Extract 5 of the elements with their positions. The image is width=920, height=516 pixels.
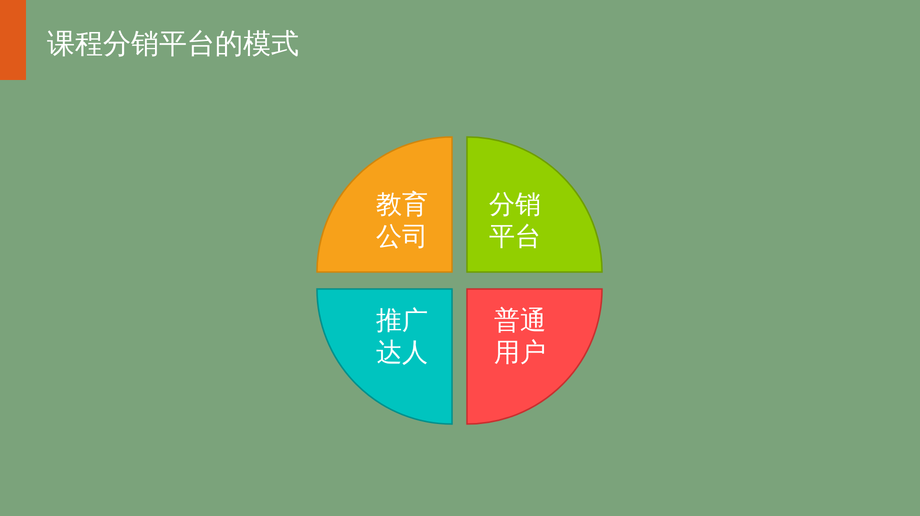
segment-label: 普通用户 [493, 305, 547, 369]
slide-title: 课程分销平台的模式 [47, 26, 299, 62]
segment-label: 教育公司 [375, 189, 429, 253]
segment-label: 推广达人 [375, 305, 429, 369]
segment-label: 分销平台 [488, 189, 542, 253]
